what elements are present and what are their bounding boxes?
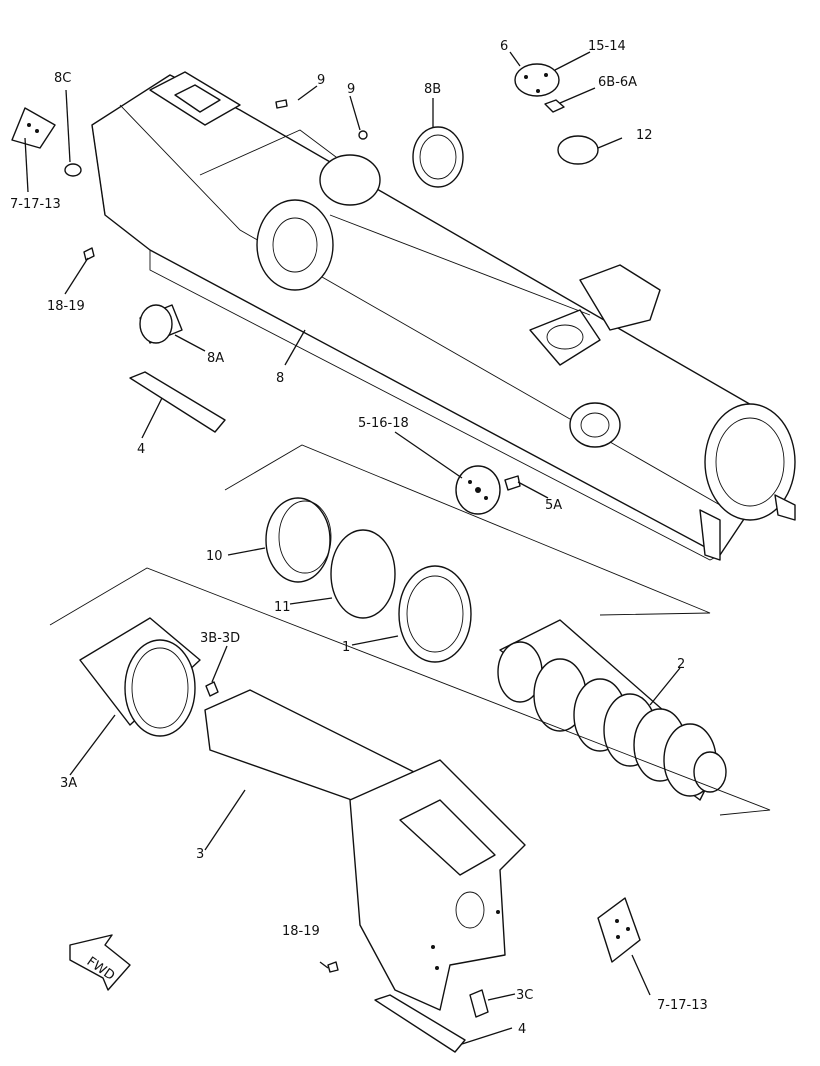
callout-18-19-bottom: 18-19	[282, 924, 320, 939]
callout-3a: 3A	[60, 776, 77, 791]
guard-4-top	[129, 371, 226, 433]
bushing-8a	[139, 304, 183, 344]
callout-5a: 5A	[545, 498, 562, 513]
callout-6: 6	[500, 39, 508, 54]
hub-5-16-18	[455, 465, 521, 515]
callout-7-17-13-bottom: 7-17-13	[657, 998, 708, 1013]
pin-3c	[469, 989, 489, 1018]
leader-lines	[24, 51, 681, 1045]
callout-18-19-top: 18-19	[47, 299, 85, 314]
callout-7-17-13-top: 7-17-13	[10, 197, 61, 212]
callout-8a: 8A	[207, 351, 224, 366]
callout-labels: 6 15-14 6B-6A 12 8B 9 9 8C 7-17-13 18-19…	[10, 39, 708, 1037]
callout-8b: 8B	[424, 82, 441, 97]
ring-10	[265, 497, 332, 583]
fwd-arrow-icon: FWD	[69, 934, 131, 991]
section-outline-mid	[224, 444, 711, 616]
section-outline-lower	[49, 567, 771, 816]
callout-8c: 8C	[54, 71, 71, 86]
callout-12: 12	[636, 128, 653, 143]
main-frame	[91, 71, 796, 561]
fitting-9b	[358, 130, 368, 140]
callout-4-bottom: 4	[518, 1022, 526, 1037]
clip-3b-3d	[205, 681, 219, 697]
callout-9-b: 9	[347, 82, 355, 97]
callout-11: 11	[274, 600, 291, 615]
callout-9-a: 9	[317, 73, 325, 88]
callout-10: 10	[206, 549, 223, 564]
callout-3: 3	[196, 847, 204, 862]
sleeve-3a	[79, 617, 201, 737]
callout-15-14: 15-14	[588, 39, 626, 54]
fitting-9a	[275, 99, 288, 109]
ring-11	[330, 529, 396, 619]
callout-8: 8	[276, 371, 284, 386]
recoil-spring-2	[497, 619, 727, 801]
guard-4-bottom	[374, 994, 466, 1053]
callout-2: 2	[677, 657, 685, 672]
bearing-8b	[412, 126, 464, 188]
gasket-12	[557, 135, 599, 165]
callout-5-16-18: 5-16-18	[358, 416, 409, 431]
plate-7-17-13-bottom	[597, 897, 641, 963]
callout-4-top: 4	[137, 442, 145, 457]
cover-plate-6	[514, 63, 560, 97]
callout-3c: 3C	[516, 988, 533, 1003]
bolt-18-19-top	[83, 247, 95, 261]
callout-3b-3d: 3B-3D	[200, 631, 240, 646]
plate-7-17-13-top	[11, 107, 56, 149]
plug-8c	[64, 163, 82, 177]
bolt-18-19-bottom	[327, 961, 339, 973]
shim-6b	[544, 99, 565, 113]
callout-1: 1	[342, 640, 350, 655]
yoke-3	[204, 689, 526, 1011]
callout-6b-6a: 6B-6A	[598, 75, 637, 90]
seal-1	[398, 565, 472, 663]
